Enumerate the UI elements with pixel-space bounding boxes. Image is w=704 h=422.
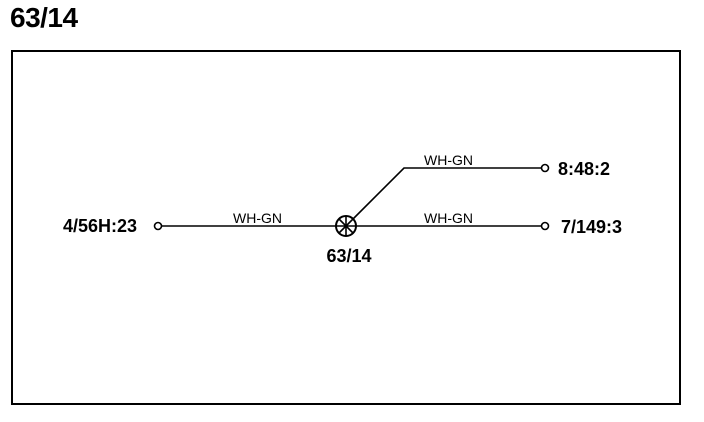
endpoint-label-left: 4/56H:23 xyxy=(63,216,137,236)
terminal-left xyxy=(153,221,163,231)
endpoint-label-upper-right: 8:48:2 xyxy=(558,159,610,179)
diagram-frame xyxy=(11,50,681,405)
splice-label: 63/14 xyxy=(326,246,371,266)
endpoint-label-lower-right: 7/149:3 xyxy=(561,217,622,237)
wire-label-lower-right: WH-GN xyxy=(424,210,473,226)
terminal-lower-right xyxy=(540,221,550,231)
terminal-upper-right xyxy=(540,163,550,173)
wire-upper-right xyxy=(345,167,541,227)
page-title: 63/14 xyxy=(10,2,78,33)
wire-label-upper-right: WH-GN xyxy=(424,152,473,168)
splice-icon xyxy=(335,215,357,237)
wire-label-left: WH-GN xyxy=(233,210,282,226)
